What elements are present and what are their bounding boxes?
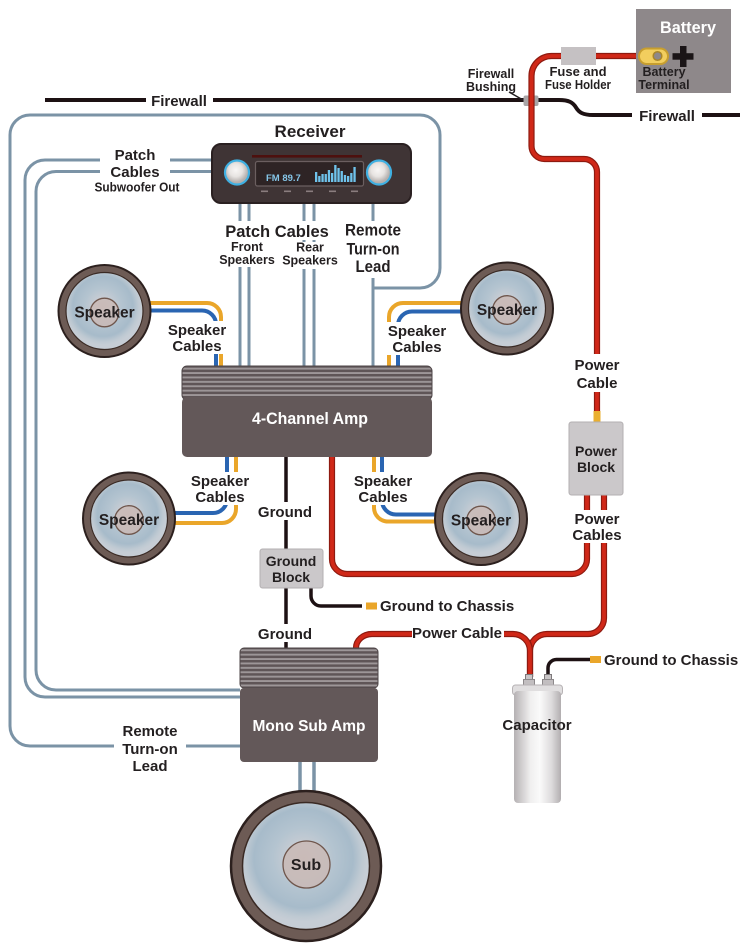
svg-text:Power Cable: Power Cable bbox=[412, 625, 502, 642]
svg-text:Firewall: Firewall bbox=[468, 67, 515, 81]
svg-text:Turn-on: Turn-on bbox=[122, 741, 178, 758]
svg-text:Power: Power bbox=[575, 443, 618, 459]
svg-text:Speaker: Speaker bbox=[388, 323, 447, 340]
svg-text:Ground: Ground bbox=[266, 553, 317, 569]
svg-text:Speaker: Speaker bbox=[477, 302, 537, 319]
svg-text:Lead: Lead bbox=[356, 258, 391, 276]
svg-text:Rear: Rear bbox=[296, 241, 324, 255]
svg-text:Battery: Battery bbox=[642, 65, 685, 79]
svg-text:Speaker: Speaker bbox=[74, 305, 134, 322]
svg-text:Speakers: Speakers bbox=[282, 254, 338, 268]
svg-text:Cables: Cables bbox=[358, 489, 407, 506]
svg-text:Battery: Battery bbox=[660, 18, 717, 37]
svg-text:Speakers: Speakers bbox=[219, 253, 275, 267]
svg-text:Sub: Sub bbox=[291, 857, 321, 874]
svg-text:Power: Power bbox=[574, 511, 619, 528]
svg-text:Block: Block bbox=[577, 459, 615, 475]
svg-text:Speaker: Speaker bbox=[168, 322, 227, 339]
svg-text:Power: Power bbox=[574, 357, 619, 374]
svg-text:Ground: Ground bbox=[258, 504, 312, 521]
svg-text:Mono Sub Amp: Mono Sub Amp bbox=[253, 718, 366, 735]
svg-text:Cables: Cables bbox=[195, 489, 244, 506]
svg-text:Remote: Remote bbox=[122, 723, 177, 740]
svg-text:Bushing: Bushing bbox=[466, 80, 516, 94]
svg-text:Speaker: Speaker bbox=[354, 473, 413, 490]
svg-text:Speaker: Speaker bbox=[451, 513, 511, 530]
svg-text:Ground to Chassis: Ground to Chassis bbox=[604, 652, 738, 669]
svg-text:Cables: Cables bbox=[572, 527, 621, 544]
svg-text:Front: Front bbox=[231, 240, 264, 254]
svg-text:Patch Cables: Patch Cables bbox=[225, 223, 329, 241]
svg-text:Cables: Cables bbox=[172, 338, 221, 355]
svg-text:Subwoofer Out: Subwoofer Out bbox=[95, 181, 181, 195]
svg-text:Turn-on: Turn-on bbox=[347, 241, 400, 259]
svg-text:Lead: Lead bbox=[132, 758, 167, 775]
svg-text:Cables: Cables bbox=[110, 164, 159, 181]
svg-text:Cable: Cable bbox=[577, 375, 618, 392]
svg-text:Speaker: Speaker bbox=[99, 512, 159, 529]
svg-text:4-Channel Amp: 4-Channel Amp bbox=[252, 409, 368, 428]
svg-text:Ground to Chassis: Ground to Chassis bbox=[380, 598, 514, 615]
svg-text:Fuse and: Fuse and bbox=[549, 64, 606, 79]
svg-text:Fuse Holder: Fuse Holder bbox=[545, 77, 611, 92]
svg-text:Firewall: Firewall bbox=[639, 108, 695, 125]
svg-text:Terminal: Terminal bbox=[638, 78, 689, 92]
svg-text:Block: Block bbox=[272, 569, 310, 585]
svg-text:Ground: Ground bbox=[258, 626, 312, 643]
svg-text:Remote: Remote bbox=[345, 222, 401, 240]
svg-text:FM 89.7: FM 89.7 bbox=[266, 173, 301, 184]
svg-text:Patch: Patch bbox=[115, 147, 156, 164]
svg-text:Speaker: Speaker bbox=[191, 473, 250, 490]
svg-text:Capacitor: Capacitor bbox=[502, 717, 571, 734]
svg-text:Firewall: Firewall bbox=[151, 93, 207, 110]
svg-text:Receiver: Receiver bbox=[275, 122, 346, 141]
svg-text:Cables: Cables bbox=[392, 339, 441, 356]
